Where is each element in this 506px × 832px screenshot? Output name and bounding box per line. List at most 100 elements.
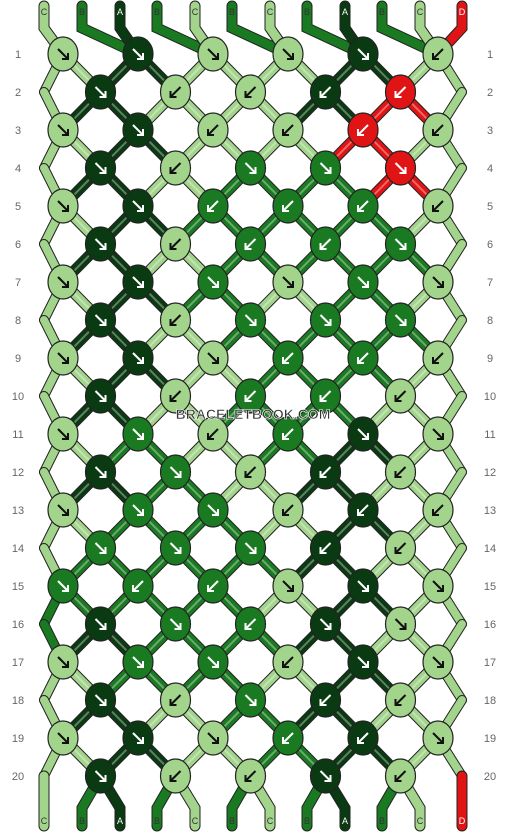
- knot-arrow-head: [212, 53, 219, 60]
- knot: [84, 74, 117, 110]
- row-number-right: 14: [484, 543, 496, 555]
- knot: [122, 416, 154, 452]
- knot-arrow-icon: [244, 314, 257, 326]
- knot-arrow-icon: [394, 542, 407, 554]
- knot-arrow-head: [324, 775, 332, 782]
- knot-arrow-icon: [207, 48, 219, 60]
- top-strand-label: A: [342, 7, 348, 17]
- knot-arrow-icon: [169, 542, 182, 554]
- knot-arrow-icon: [132, 580, 144, 592]
- knot: [234, 74, 267, 110]
- row-number-right: 10: [484, 391, 496, 403]
- knot-arrow-icon: [432, 504, 444, 516]
- knot: [347, 188, 379, 224]
- knot-arrow-head: [132, 585, 139, 592]
- row-number-right: 5: [487, 201, 493, 213]
- knot-arrow-icon: [57, 276, 69, 288]
- knot-arrow-head: [99, 775, 107, 782]
- knot-arrow-icon: [282, 428, 294, 440]
- knot: [384, 682, 417, 718]
- knot-arrow-icon: [432, 580, 444, 592]
- knot-arrow-icon: [282, 580, 294, 592]
- bottom-strand-label: B: [304, 816, 310, 826]
- knot-arrow-head: [399, 167, 407, 174]
- knot: [384, 454, 417, 490]
- row-number-right: 4: [487, 163, 493, 175]
- knot-arrow-head: [244, 91, 252, 98]
- knot-arrow-icon: [319, 694, 332, 706]
- top-strand-label: B: [154, 7, 160, 17]
- knot-arrow-icon: [207, 580, 219, 592]
- knot-arrow-head: [394, 471, 402, 478]
- knot: [347, 416, 379, 452]
- knot: [122, 264, 154, 300]
- knot-arrow-icon: [57, 428, 69, 440]
- knot: [197, 112, 229, 148]
- knot-arrow-icon: [132, 504, 144, 516]
- knot-arrow-head: [212, 737, 219, 744]
- knot-arrow-head: [99, 243, 107, 250]
- knot-arrow-head: [394, 775, 402, 782]
- knot-arrow-icon: [282, 124, 294, 136]
- knot-arrow-head: [394, 699, 402, 706]
- knot-arrow-head: [437, 737, 444, 744]
- knot-arrow-head: [249, 547, 257, 554]
- knot-arrow-head: [319, 91, 327, 98]
- knot-arrow-icon: [169, 390, 182, 402]
- row-number-right: 3: [487, 125, 493, 137]
- row-number-right: 16: [484, 619, 496, 631]
- knot-arrow-icon: [169, 618, 182, 630]
- knot-arrow-head: [432, 53, 439, 60]
- knot: [234, 454, 267, 490]
- row-number-left: 1: [15, 49, 21, 61]
- knot: [197, 340, 229, 376]
- knot-arrow-head: [357, 357, 364, 364]
- knot-arrow-head: [282, 737, 289, 744]
- row-number-left: 19: [12, 733, 24, 745]
- knot: [422, 36, 454, 72]
- knot-arrow-head: [169, 91, 177, 98]
- knot-arrow-icon: [244, 238, 257, 250]
- row-number-right: 13: [484, 505, 496, 517]
- knot-arrow-icon: [244, 86, 257, 98]
- knot-arrow-head: [249, 167, 257, 174]
- row-number-left: 14: [12, 543, 24, 555]
- row-number-left: 17: [12, 657, 24, 669]
- knot: [122, 188, 154, 224]
- knot: [47, 36, 79, 72]
- knot: [197, 188, 229, 224]
- knot-arrow-head: [432, 357, 439, 364]
- knot-arrow-head: [324, 319, 332, 326]
- knot-arrow-icon: [432, 48, 444, 60]
- knot-arrow-icon: [357, 428, 369, 440]
- knot-arrow-icon: [57, 656, 69, 668]
- knot-arrow-head: [207, 433, 214, 440]
- knot: [84, 758, 117, 794]
- knot-arrow-icon: [57, 48, 69, 60]
- top-strand-label: B: [379, 7, 385, 17]
- knot-arrow-head: [137, 129, 144, 136]
- knot-arrow-icon: [394, 314, 407, 326]
- knot: [347, 644, 379, 680]
- knot-arrow-head: [99, 699, 107, 706]
- knot-arrow-icon: [57, 200, 69, 212]
- knot-arrow-head: [62, 509, 69, 516]
- knot: [384, 606, 417, 642]
- knot-arrow-head: [357, 509, 364, 516]
- knot: [272, 568, 304, 604]
- knot: [197, 492, 229, 528]
- knot-arrow-head: [282, 433, 289, 440]
- row-number-left: 2: [15, 87, 21, 99]
- knot: [84, 454, 117, 490]
- knot: [422, 644, 454, 680]
- knot: [347, 264, 379, 300]
- knot: [309, 226, 342, 262]
- knot-arrow-icon: [432, 276, 444, 288]
- knot-arrow-icon: [57, 124, 69, 136]
- knot-arrow-head: [137, 433, 144, 440]
- top-strand-label: C: [41, 7, 48, 17]
- knot-arrow-head: [437, 661, 444, 668]
- row-number-right: 8: [487, 315, 493, 327]
- knot: [422, 492, 454, 528]
- knot-arrow-icon: [394, 390, 407, 402]
